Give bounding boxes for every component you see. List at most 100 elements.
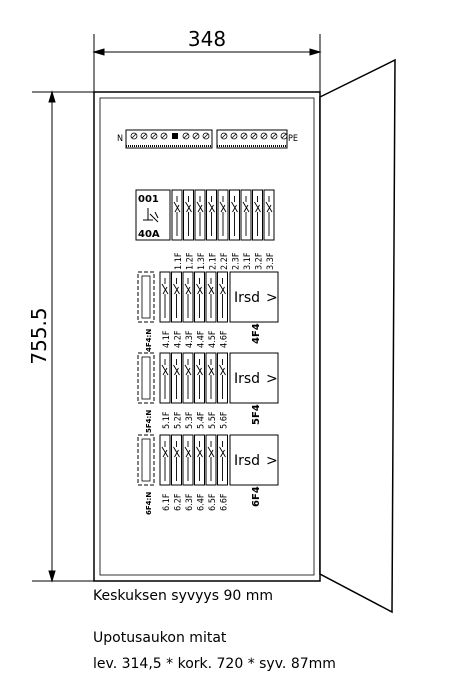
circuit-label: 6.2F — [174, 493, 184, 511]
breaker-module — [194, 434, 205, 486]
breaker-module — [159, 434, 171, 486]
circuit-label: 1.1F — [174, 252, 184, 270]
breaker-module — [252, 189, 263, 241]
neutral-label: 5F4:N — [145, 410, 153, 433]
circuit-label: 3.2F — [255, 252, 265, 270]
neutral-label: 4F4:N — [145, 329, 153, 352]
circuit-label: 5.5F — [208, 411, 218, 429]
circuit-label: 2.2F — [220, 252, 230, 270]
breaker-module — [205, 352, 217, 404]
breaker-module — [194, 189, 206, 241]
breaker-module — [159, 271, 171, 323]
terminal-screw — [150, 132, 158, 140]
open-door — [319, 58, 396, 614]
terminal-screw — [192, 132, 200, 140]
group-name: 5F4 — [251, 404, 262, 425]
circuit-label: 3.3F — [266, 252, 276, 270]
terminal-pe-label: PE — [288, 134, 298, 144]
main-breaker-id: 001 — [138, 194, 159, 205]
breaker-module — [240, 189, 252, 241]
rcd-label: Irsd — [234, 290, 260, 306]
enclosure-inner — [99, 97, 315, 576]
main-breaker: 001 40A — [135, 189, 171, 241]
rcd-label: Irsd — [234, 371, 260, 387]
circuit-label: 5.3F — [185, 411, 195, 429]
circuit-label: 5.4F — [197, 411, 207, 429]
rcd-label: Irsd — [234, 453, 260, 469]
circuit-label: 2.1F — [209, 252, 219, 270]
breaker-module — [229, 189, 240, 241]
circuit-label: 1.2F — [186, 252, 196, 270]
breaker-module — [217, 352, 228, 404]
rcd-arrow: > — [266, 290, 278, 306]
circuit-label: 4.4F — [197, 330, 207, 348]
breaker-module — [194, 271, 205, 323]
circuit-label: 5.1F — [162, 411, 172, 429]
terminal-screw — [182, 132, 190, 140]
terminal-strip: N PE — [117, 129, 298, 149]
terminal-screw — [202, 132, 210, 140]
rcd-device — [229, 271, 279, 323]
terminal-n-label: N — [117, 134, 123, 144]
breaker-module — [171, 352, 182, 404]
breaker-module — [171, 189, 183, 241]
circuit-label: 1.3F — [197, 252, 207, 270]
rcd-device — [229, 434, 279, 486]
rcd-arrow: > — [266, 371, 278, 387]
terminal-screw — [280, 132, 288, 140]
depth-note: Keskuksen syvyys 90 mm — [93, 588, 273, 604]
breaker-module — [183, 189, 194, 241]
terminal-screws — [130, 132, 288, 140]
breaker-module — [217, 434, 228, 486]
rcd-arrow: > — [266, 453, 278, 469]
height-value: 755.5 — [27, 307, 51, 364]
breaker-module — [171, 434, 182, 486]
cutout-dimensions: lev. 314,5 * kork. 720 * syv. 87mm — [93, 656, 336, 672]
group-name: 4F4 — [251, 323, 262, 344]
circuit-label: 6.1F — [162, 493, 172, 511]
main-breaker-rating: 40A — [138, 229, 160, 240]
breaker-module — [182, 352, 194, 404]
circuit-label: 5.6F — [220, 411, 230, 429]
terminal-screw — [160, 132, 168, 140]
circuit-label: 4.6F — [220, 330, 230, 348]
terminal-screw — [140, 132, 148, 140]
circuit-label: 4.5F — [208, 330, 218, 348]
circuit-label: 6.6F — [220, 493, 230, 511]
circuit-label: 4.1F — [162, 330, 172, 348]
circuit-label: 6.3F — [185, 493, 195, 511]
breaker-module — [159, 352, 171, 404]
breaker-module — [217, 271, 228, 323]
neutral-terminal-block — [137, 271, 155, 323]
terminal-screw — [260, 132, 268, 140]
terminal-screw — [270, 132, 278, 140]
enclosure-outline — [93, 91, 321, 582]
width-dimension — [92, 34, 322, 92]
height-dimension — [32, 90, 94, 583]
circuit-label: 3.1F — [243, 252, 253, 270]
breaker-module — [182, 271, 194, 323]
circuit-label: 6.5F — [208, 493, 218, 511]
breaker-module — [182, 434, 194, 486]
cutout-title: Upotusaukon mitat — [93, 630, 227, 646]
terminal-screw — [250, 132, 258, 140]
circuit-label: 4.2F — [174, 330, 184, 348]
circuit-label: 5.2F — [174, 411, 184, 429]
terminal-screw — [130, 132, 138, 140]
breaker-module — [206, 189, 217, 241]
circuit-label: 6.4F — [197, 493, 207, 511]
breaker-module — [194, 352, 205, 404]
breaker-module — [263, 189, 275, 241]
neutral-terminal-block — [137, 434, 155, 486]
breaker-module — [171, 271, 182, 323]
terminal-screw — [240, 132, 248, 140]
circuit-label: 2.3F — [232, 252, 242, 270]
neutral-terminal-block — [137, 352, 155, 404]
group-name: 6F4 — [251, 486, 262, 507]
